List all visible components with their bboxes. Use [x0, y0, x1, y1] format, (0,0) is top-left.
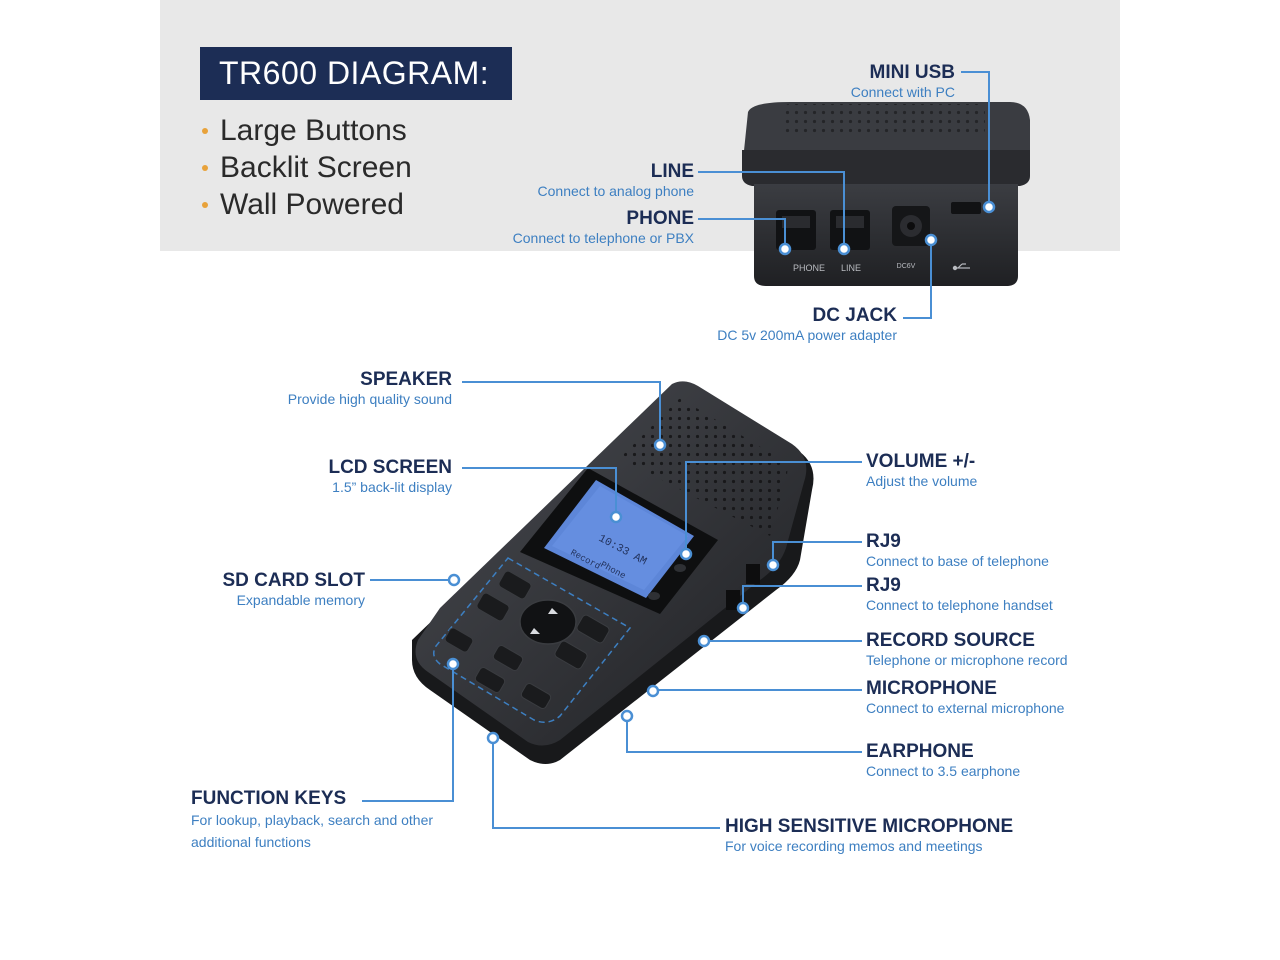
leader-earphone: [627, 716, 862, 752]
line-port-label: LINE: [841, 263, 861, 273]
rj9-base-jack: [746, 564, 760, 584]
mini-usb-port: [951, 202, 981, 214]
callout-lcd-screen: LCD SCREEN 1.5” back-lit display: [280, 458, 452, 496]
callout-rj9-base: RJ9 Connect to base of telephone: [866, 532, 1049, 570]
navigation-pad[interactable]: [520, 600, 576, 644]
phone-port-label: PHONE: [793, 263, 825, 273]
callout-earphone: EARPHONE Connect to 3.5 earphone: [866, 742, 1020, 780]
callout-sd-card-slot: SD CARD SLOT Expandable memory: [190, 571, 365, 609]
callout-phone: PHONE Connect to telephone or PBX: [460, 209, 694, 247]
callout-microphone: MICROPHONE Connect to external microphon…: [866, 679, 1064, 717]
callout-function-keys: FUNCTION KEYS For lookup, playback, sear…: [191, 789, 461, 853]
volume-down-button[interactable]: [648, 592, 660, 600]
callout-rj9-handset: RJ9 Connect to telephone handset: [866, 576, 1053, 614]
callout-record-source: RECORD SOURCE Telephone or microphone re…: [866, 631, 1068, 669]
callout-mini-usb: MINI USB Connect with PC: [820, 63, 955, 101]
volume-up-button[interactable]: [674, 564, 686, 572]
callout-line: LINE Connect to analog phone: [480, 162, 694, 200]
dc-port-label: DC6V: [897, 263, 916, 270]
device-back-view: PHONE LINE DC6V: [742, 102, 1030, 286]
callout-high-sensitive-microphone: HIGH SENSITIVE MICROPHONE For voice reco…: [725, 817, 1013, 855]
callout-speaker: SPEAKER Provide high quality sound: [240, 370, 452, 408]
callout-dc-jack: DC JACK DC 5v 200mA power adapter: [680, 306, 897, 344]
callout-volume: VOLUME +/- Adjust the volume: [866, 452, 977, 490]
device-front-view: 10:33 AM Record Phone: [412, 381, 814, 764]
